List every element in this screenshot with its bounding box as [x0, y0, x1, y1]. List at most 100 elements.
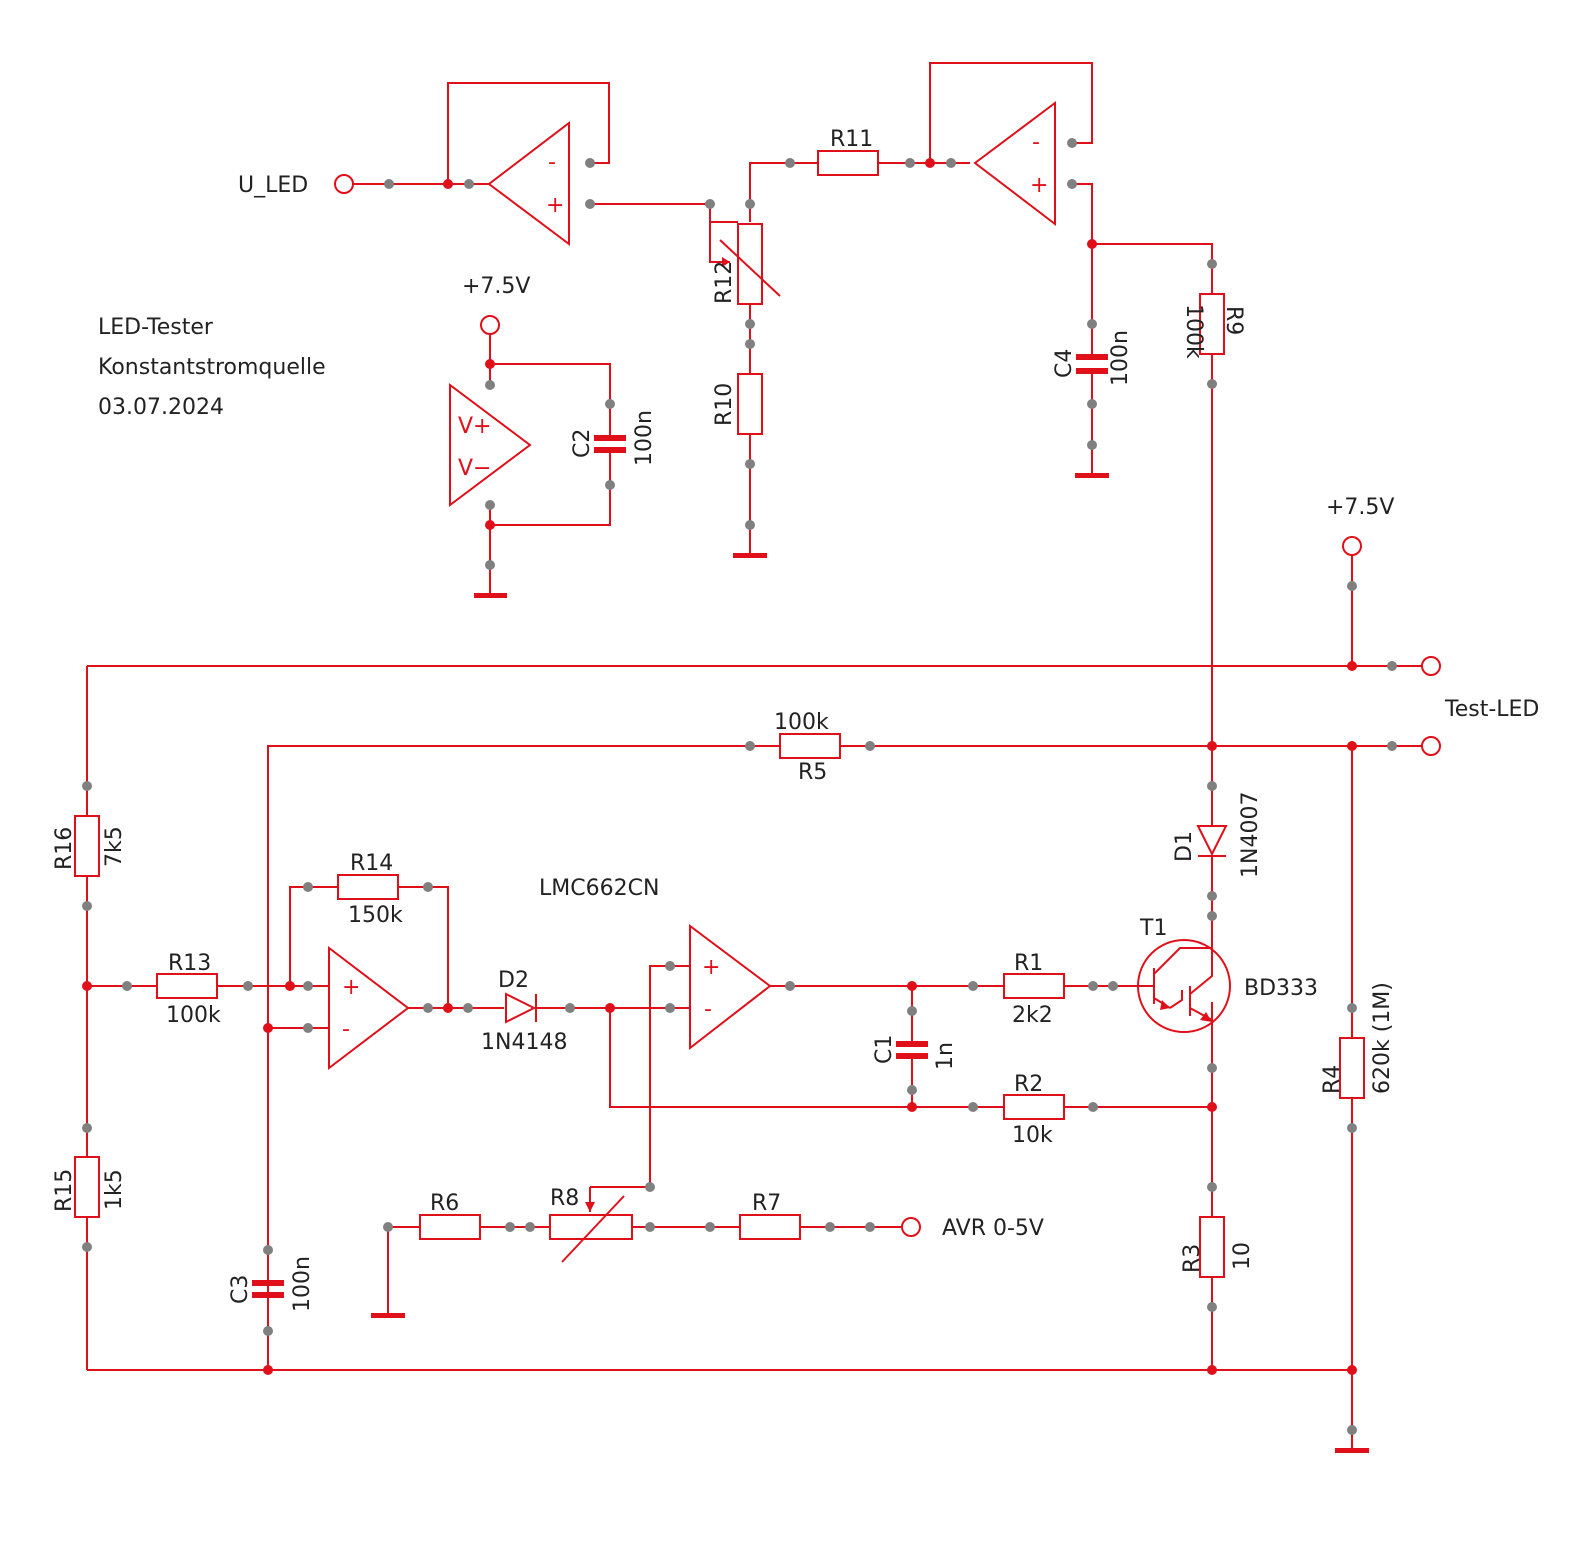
- terminal-supply-right[interactable]: [1342, 536, 1362, 556]
- resistor-r9-body: [1199, 293, 1225, 355]
- transistor-t1-body: [1137, 939, 1231, 1033]
- r15-value: 1k5: [102, 1169, 127, 1210]
- r14-ref: R14: [350, 851, 393, 876]
- r12-adjust-arrow: [719, 239, 781, 297]
- ground-symbol-main: [1335, 1448, 1369, 1453]
- resistor-r8-body: [549, 1214, 633, 1240]
- capacitor-c2-plate: [594, 435, 626, 441]
- d1-value: 1N4007: [1238, 792, 1263, 878]
- capacitor-c4-plate: [1076, 354, 1108, 360]
- r15-ref: R15: [52, 1169, 77, 1212]
- r16-ref: R16: [52, 827, 77, 870]
- r9-value: 100k: [1181, 304, 1206, 359]
- r13-ref: R13: [168, 951, 211, 976]
- resistor-r5-body: [779, 733, 841, 759]
- r12-wiper: [709, 222, 730, 263]
- resistor-r13-body: [156, 973, 218, 999]
- net-label-avr: AVR 0-5V: [942, 1216, 1044, 1241]
- junction-dots: [82, 158, 1357, 1375]
- r2-ref: R2: [1014, 1072, 1043, 1097]
- ground-symbol-r6: [371, 1313, 405, 1318]
- opamp1-minus-sign: -: [548, 150, 556, 175]
- resistor-r12-body: [737, 223, 763, 305]
- r5-ref: R5: [798, 760, 827, 785]
- supply-vplus-label: V+: [458, 414, 491, 439]
- supply-vminus-label: V−: [458, 456, 491, 481]
- opamp-output-buffer: [973, 101, 1056, 227]
- net-label-u-led: U_LED: [238, 173, 308, 198]
- opamp3-minus-sign: -: [342, 1017, 350, 1042]
- terminal-avr[interactable]: [901, 1217, 921, 1237]
- opamp1-plus-sign: +: [546, 193, 564, 218]
- pin-markers: [82, 138, 1397, 1435]
- r5-value: 100k: [774, 710, 829, 735]
- r1-ref: R1: [1014, 951, 1043, 976]
- opamp4-plus-sign: +: [702, 955, 720, 980]
- opamp-driver: [689, 924, 772, 1051]
- net-label-supply-right: +7.5V: [1326, 495, 1394, 520]
- opamp4-minus-sign: -: [704, 997, 712, 1022]
- resistor-r7-body: [739, 1214, 801, 1240]
- r14-value: 150k: [348, 903, 403, 928]
- r7-ref: R7: [752, 1191, 781, 1216]
- r2-value: 10k: [1012, 1123, 1053, 1148]
- c1-value: 1n: [933, 1042, 958, 1070]
- c1-ref: C1: [872, 1035, 897, 1064]
- r1-value: 2k2: [1012, 1003, 1053, 1028]
- opamp-supply-unit: [449, 383, 532, 507]
- terminal-supply-top[interactable]: [480, 315, 500, 335]
- r8-ref: R8: [550, 1186, 579, 1211]
- ground-symbol-r10: [733, 553, 767, 558]
- title-line-3: 03.07.2024: [98, 395, 224, 420]
- r3-ref: R3: [1180, 1244, 1205, 1273]
- c3-ref: C3: [228, 1275, 253, 1304]
- resistor-r10-body: [737, 373, 763, 435]
- title-line-2: Konstantstromquelle: [98, 355, 326, 380]
- d1-ref: D1: [1172, 831, 1197, 862]
- opamp-u-led-buffer: [487, 120, 570, 246]
- resistor-r15-body: [74, 1156, 100, 1218]
- d2-ref: D2: [498, 968, 529, 993]
- diode-d2-body: [505, 992, 537, 1024]
- c4-ref: C4: [1052, 349, 1077, 378]
- resistor-r2-body: [1003, 1094, 1065, 1120]
- r10-ref: R10: [712, 383, 737, 426]
- opamp2-minus-sign: -: [1032, 130, 1040, 155]
- capacitor-c3-plate: [252, 1280, 284, 1286]
- c4-value: 100n: [1108, 330, 1133, 386]
- resistor-r1-body: [1003, 973, 1065, 999]
- ground-symbol-c4: [1075, 473, 1109, 478]
- r4-ref: R4: [1320, 1065, 1345, 1094]
- resistor-r6-body: [419, 1214, 481, 1240]
- c3-value: 100n: [290, 1256, 315, 1312]
- resistor-r14-body: [337, 874, 399, 900]
- capacitor-c1-plate: [896, 1041, 928, 1047]
- r11-ref: R11: [830, 127, 873, 152]
- terminal-test-led-minus[interactable]: [1421, 736, 1441, 756]
- resistor-r16-body: [74, 815, 100, 877]
- resistor-r3-body: [1199, 1216, 1225, 1278]
- r3-value: 10: [1230, 1242, 1255, 1270]
- net-label-supply-top: +7.5V: [462, 274, 530, 299]
- r6-ref: R6: [430, 1191, 459, 1216]
- title-line-1: LED-Tester: [98, 315, 214, 340]
- diode-d1-body: [1196, 825, 1228, 857]
- resistor-r11-body: [817, 150, 879, 176]
- ic-name-label: LMC662CN: [539, 876, 659, 901]
- net-label-test-led: Test-LED: [1444, 697, 1539, 722]
- terminal-test-led-plus[interactable]: [1421, 656, 1441, 676]
- terminal-u-led[interactable]: [334, 174, 354, 194]
- c2-value: 100n: [632, 410, 657, 466]
- resistor-r4-body: [1339, 1037, 1365, 1099]
- r8-adjust-arrow: [561, 1195, 625, 1263]
- ground-symbol-supply: [474, 593, 507, 598]
- r9-ref: R9: [1221, 306, 1246, 335]
- c2-ref: C2: [570, 429, 595, 458]
- r4-value: 620k (1M): [1370, 982, 1395, 1094]
- r12-ref: R12: [712, 261, 737, 304]
- d2-value: 1N4148: [481, 1030, 567, 1055]
- r16-value: 7k5: [102, 826, 127, 867]
- r13-value: 100k: [166, 1003, 221, 1028]
- opamp2-plus-sign: +: [1030, 173, 1048, 198]
